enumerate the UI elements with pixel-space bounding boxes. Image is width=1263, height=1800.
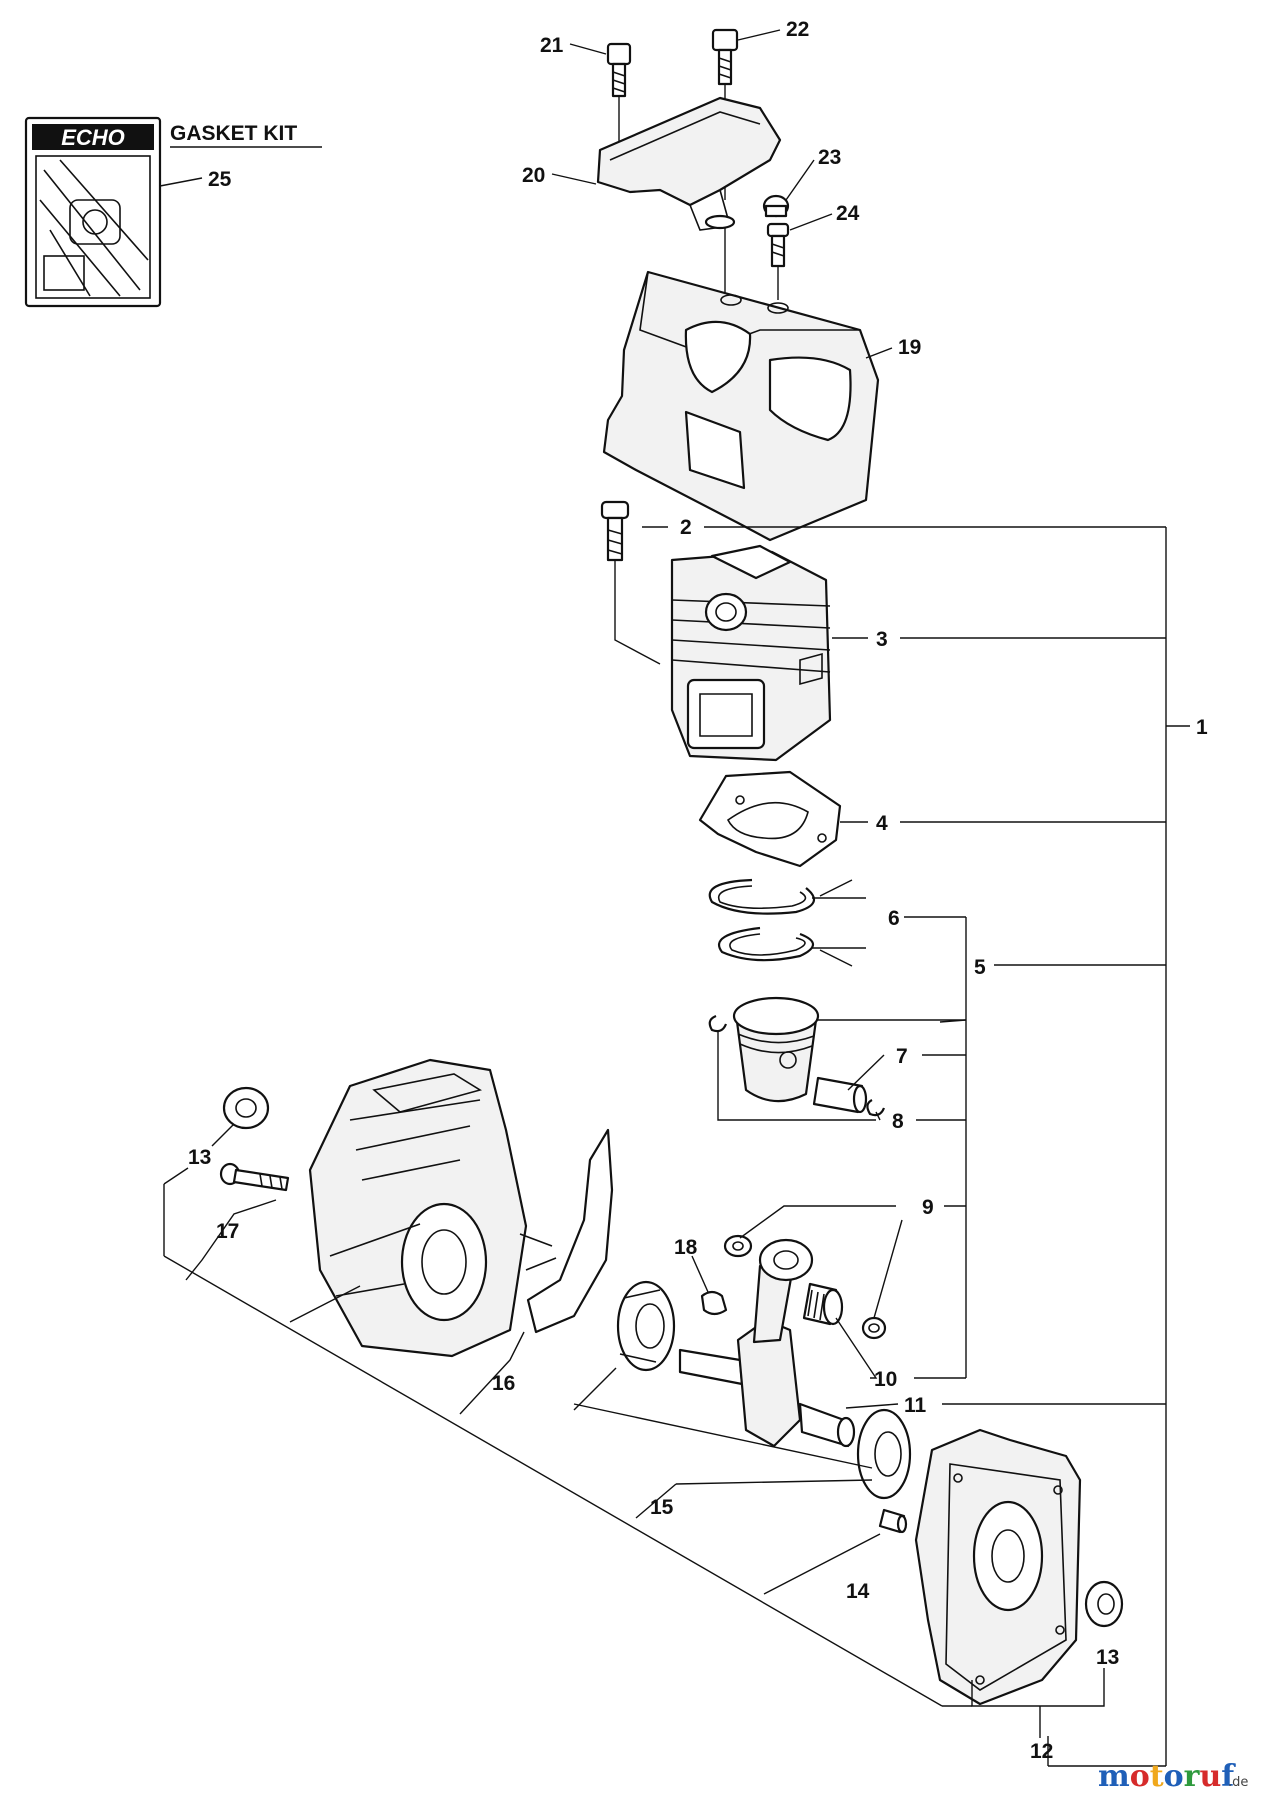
- callout-4: 4: [876, 812, 888, 835]
- needle-bearing-10: [802, 1282, 844, 1326]
- callout-8: 8: [892, 1110, 904, 1133]
- piston-pin-7: [812, 1076, 868, 1114]
- top-cover-20: [596, 96, 782, 300]
- wm-letter: r: [1184, 1759, 1201, 1794]
- callout-24: 24: [836, 202, 860, 225]
- crankcase-bracket-lines: [163, 1123, 1105, 1738]
- callout-23: 23: [818, 146, 841, 169]
- piston: [732, 996, 820, 1103]
- callout-11: 11: [904, 1394, 927, 1417]
- wm-letter: o: [1130, 1759, 1150, 1794]
- gasket-kit-box: ECHO: [24, 116, 162, 308]
- callout-13-right: 13: [1096, 1646, 1119, 1669]
- oil-seal-13-right: [1084, 1580, 1124, 1628]
- callout-7: 7: [896, 1045, 908, 1068]
- dowel-pin-14: [878, 1508, 908, 1534]
- washer-9a: [723, 1234, 753, 1258]
- callout-19: 19: [898, 336, 921, 359]
- crankcase-gasket-16: [519, 1128, 614, 1334]
- screw-24: [766, 222, 790, 300]
- callout-10: 10: [874, 1368, 897, 1391]
- crankshaft: [678, 1238, 856, 1448]
- piston-clip-8a: [708, 1014, 728, 1033]
- piston-ring-6b: [717, 926, 815, 962]
- watermark: motoruf .de: [1098, 1759, 1248, 1794]
- callout-9: 9: [922, 1196, 934, 1219]
- callout-22: 22: [786, 18, 809, 41]
- callout-12: 12: [1030, 1740, 1053, 1763]
- echo-logo: ECHO: [61, 125, 125, 150]
- callout-6: 6: [888, 907, 900, 930]
- callout-16: 16: [492, 1372, 515, 1395]
- bearing-15-left: [616, 1280, 676, 1372]
- callout-15: 15: [650, 1496, 674, 1519]
- crankcase-left: [308, 1058, 528, 1358]
- callout-13-left: 13: [188, 1146, 211, 1169]
- callout-21: 21: [540, 34, 564, 57]
- plug-23: [762, 194, 790, 218]
- callout-5: 5: [974, 956, 986, 979]
- cylinder-3: [670, 544, 832, 762]
- washer-9b: [861, 1316, 887, 1340]
- cylinder-gasket-4: [698, 770, 842, 868]
- wm-letter: f: [1221, 1759, 1236, 1794]
- gasket-kit-title: GASKET KIT: [170, 122, 297, 145]
- wm-letter: o: [1164, 1759, 1184, 1794]
- bolt-2: [600, 500, 661, 665]
- callout-3: 3: [876, 628, 888, 651]
- bolt-17: [219, 1162, 290, 1192]
- wm-letter: t: [1150, 1759, 1164, 1794]
- key-18: [700, 1290, 728, 1316]
- callout-20: 20: [522, 164, 545, 187]
- cylinder-cover-19: [602, 270, 880, 542]
- wm-letter: m: [1098, 1759, 1130, 1794]
- wm-suffix: .de: [1228, 1775, 1248, 1790]
- oil-seal-13-left: [222, 1086, 270, 1130]
- wm-letter: u: [1199, 1759, 1221, 1794]
- svg-text:motoruf: motoruf: [1098, 1759, 1236, 1794]
- callout-2: 2: [680, 516, 692, 539]
- callout-25: 25: [159, 168, 232, 191]
- piston-clip-8b: [866, 1099, 886, 1117]
- svg-text:25: 25: [208, 168, 232, 191]
- callout-stubs: [551, 29, 893, 1293]
- piston-ring-6a: [708, 878, 816, 915]
- callout-1: 1: [1196, 716, 1208, 739]
- callout-18: 18: [674, 1236, 698, 1259]
- crankcase-right: [914, 1428, 1082, 1706]
- assembly-bracket-lines: [642, 526, 1190, 1767]
- bearing-11-right: [856, 1408, 912, 1500]
- screw-21: [606, 42, 632, 168]
- callout-17: 17: [216, 1220, 239, 1243]
- callout-14: 14: [846, 1580, 870, 1603]
